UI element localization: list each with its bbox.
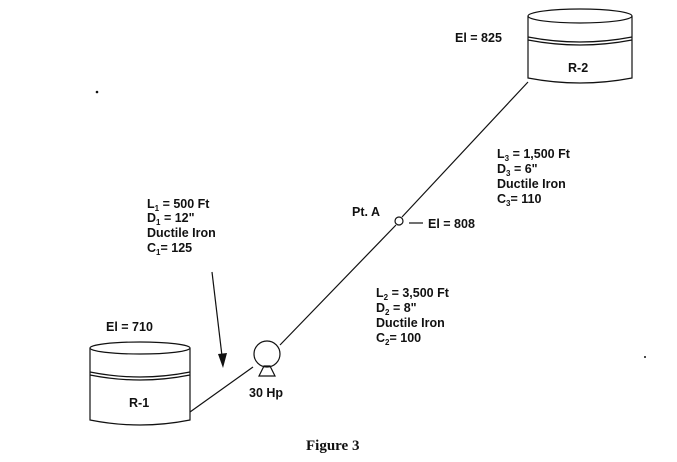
svg-text:D2 = 8": D2 = 8" bbox=[376, 301, 417, 317]
reservoir-r1-label: R-1 bbox=[129, 396, 149, 410]
pipe-2-properties: L2 = 3,500 Ft D2 = 8" Ductile Iron C2= 1… bbox=[376, 286, 450, 347]
point-a-node bbox=[394, 216, 404, 226]
svg-text:L3 = 1,500 Ft: L3 = 1,500 Ft bbox=[497, 147, 571, 163]
reservoir-r1: R-1 bbox=[89, 341, 191, 426]
pipe-2-line bbox=[279, 224, 397, 346]
figure-caption: Figure 3 bbox=[306, 438, 359, 454]
pump-icon bbox=[253, 340, 281, 377]
svg-text:C1= 125: C1= 125 bbox=[147, 241, 192, 257]
svg-text:D3 = 6": D3 = 6" bbox=[497, 162, 538, 178]
svg-text:C3= 110: C3= 110 bbox=[497, 192, 541, 208]
pipe-3-properties: L3 = 1,500 Ft D3 = 6" Ductile Iron C3= 1… bbox=[497, 147, 571, 208]
scan-speck bbox=[95, 90, 99, 94]
pipe-1-pointer-arrow bbox=[211, 271, 227, 368]
reservoir-r1-elevation: El = 710 bbox=[106, 320, 153, 334]
svg-text:L2 = 3,500 Ft: L2 = 3,500 Ft bbox=[376, 286, 450, 302]
svg-text:Ductile Iron: Ductile Iron bbox=[497, 177, 566, 191]
point-a-elevation: El = 808 bbox=[428, 217, 475, 231]
svg-text:L1 = 500 Ft: L1 = 500 Ft bbox=[147, 197, 210, 213]
scan-speck bbox=[644, 356, 646, 358]
svg-text:C2= 100: C2= 100 bbox=[376, 331, 421, 347]
pipe-1-line bbox=[189, 366, 254, 413]
reservoir-r2-label: R-2 bbox=[568, 61, 588, 75]
point-a-label: Pt. A bbox=[352, 205, 380, 219]
reservoir-r2-elevation: El = 825 bbox=[455, 31, 502, 45]
svg-text:Ductile Iron: Ductile Iron bbox=[376, 316, 445, 330]
pipe-3-line bbox=[401, 81, 529, 218]
svg-text:Ductile Iron: Ductile Iron bbox=[147, 226, 216, 240]
pipe-1-properties: L1 = 500 Ft D1 = 12" Ductile Iron C1= 12… bbox=[147, 197, 216, 257]
svg-text:D1 = 12": D1 = 12" bbox=[147, 211, 195, 227]
pump-label: 30 Hp bbox=[249, 386, 283, 400]
reservoir-r2: R-2 bbox=[527, 8, 633, 84]
